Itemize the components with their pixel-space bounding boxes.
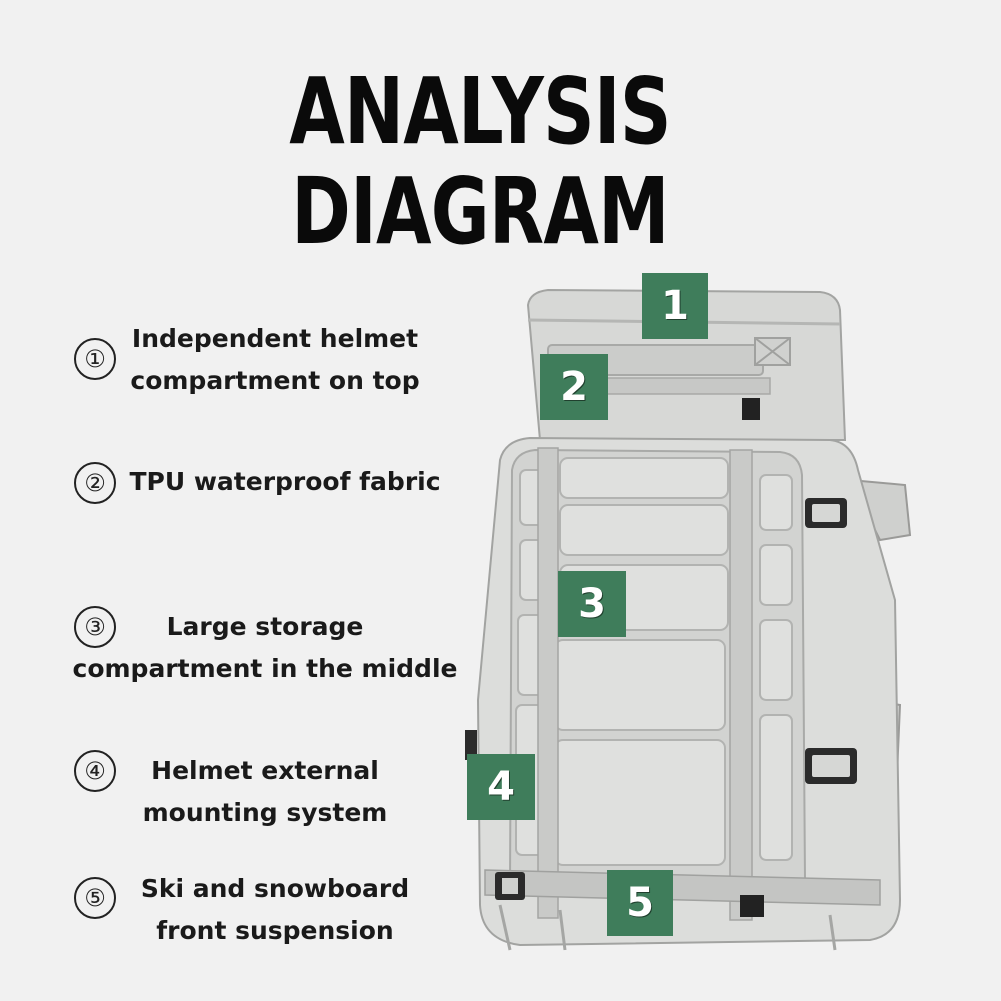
page-title: ANALYSIS DIAGRAM bbox=[289, 58, 671, 265]
feature-5-line-1: Ski and snowboard bbox=[140, 874, 410, 903]
feature-2-marker: ② bbox=[74, 462, 116, 504]
bottom-buckle-right bbox=[740, 895, 764, 917]
right-vertical-strap bbox=[729, 449, 753, 921]
bottom-seams bbox=[498, 904, 837, 951]
feature-1-line-2: compartment on top bbox=[130, 366, 420, 395]
top-x-stitch bbox=[754, 337, 791, 366]
badge-4: 4 bbox=[467, 754, 535, 820]
badge-2: 2 bbox=[540, 354, 608, 420]
top-buckle bbox=[742, 398, 760, 420]
feature-5-line-2: front suspension bbox=[156, 916, 394, 945]
left-vertical-strap bbox=[537, 447, 559, 919]
badge-1: 1 bbox=[642, 273, 708, 339]
feature-5-text: Ski and snowboard front suspension bbox=[110, 868, 440, 952]
feature-3-line-1: Large storage bbox=[166, 612, 364, 641]
padded-segments bbox=[515, 457, 793, 866]
feature-3-text: Large storage compartment in the middle bbox=[60, 606, 470, 690]
badge-5: 5 bbox=[607, 870, 673, 936]
feature-2-text: TPU waterproof fabric bbox=[120, 461, 450, 503]
feature-1-line-1: Independent helmet bbox=[131, 324, 419, 353]
feature-4-line-2: mounting system bbox=[142, 798, 388, 827]
side-buckle-upper-inner bbox=[812, 504, 840, 522]
feature-5-marker: ⑤ bbox=[74, 877, 116, 919]
feature-1-marker: ① bbox=[74, 338, 116, 380]
bottom-buckle-left-inner bbox=[502, 878, 518, 894]
feature-4-marker: ④ bbox=[74, 750, 116, 792]
bottom-strap bbox=[484, 869, 881, 906]
feature-3-marker: ③ bbox=[74, 606, 116, 648]
feature-3-line-2: compartment in the middle bbox=[72, 654, 458, 683]
feature-2-line-1: TPU waterproof fabric bbox=[129, 467, 441, 496]
side-buckle-lower-inner bbox=[812, 755, 850, 777]
badge-3: 3 bbox=[558, 571, 626, 637]
left-hook bbox=[465, 730, 477, 760]
feature-4-line-1: Helmet external bbox=[151, 756, 379, 785]
feature-4-text: Helmet external mounting system bbox=[110, 750, 420, 834]
feature-1-text: Independent helmet compartment on top bbox=[110, 318, 440, 402]
